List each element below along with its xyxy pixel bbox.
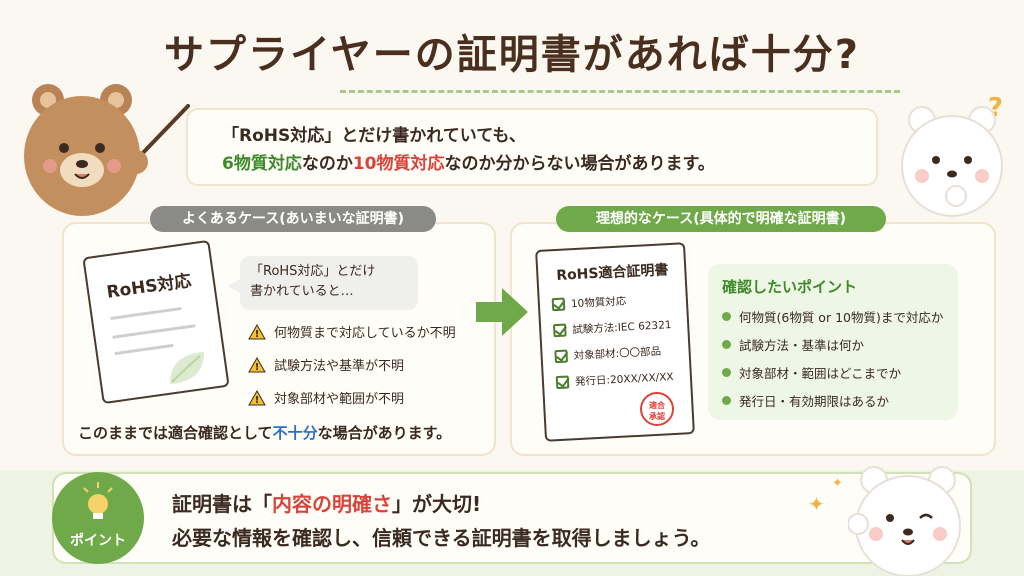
winking-bear-illustration (848, 466, 961, 576)
bubble-line-1: 「RoHS対応」とだけ (250, 264, 376, 279)
warning-icon: ! (248, 356, 266, 373)
six-substances-highlight: 6物質対応 (222, 154, 302, 174)
approval-stamp: 適合承認 (640, 392, 674, 426)
insufficient-note-part-1: このままでは適合確認として (78, 424, 273, 442)
clear-certificate-title: RoHS適合証明書 (555, 262, 669, 284)
warning-list: ! 何物質まで対応しているか不明 ! 試験方法や基準が不明 ! 対象部材や範囲が… (248, 322, 456, 407)
bullet-dot (722, 396, 731, 405)
certificate-check-item: 発行日:20XX/XX/XX (555, 369, 681, 390)
sparkle-icon: ✦ (808, 492, 825, 516)
insufficient-note: このままでは適合確認として不十分な場合があります。 (78, 422, 451, 443)
point-line1-part-3: 」が大切! (392, 492, 482, 516)
speech-bubble-tail (228, 278, 242, 294)
intro-note: 「RoHS対応」とだけ書かれていても、 6物質対応なのか10物質対応なのか分から… (186, 108, 878, 186)
certificate-check-item: 試験方法:IEC 62321 (552, 317, 678, 338)
warning-item: ! 試験方法や基準が不明 (248, 355, 456, 374)
check-point-text: 何物質(6物質 or 10物質)まで対応か (739, 310, 944, 325)
check-point-item: 何物質(6物質 or 10物質)まで対応か (722, 307, 946, 326)
point-message-line-2: 必要な情報を確認し、信頼できる証明書を取得しましょう。 (172, 526, 711, 550)
certificate-check-item: 対象部材:〇〇部品 (554, 343, 679, 364)
check-points-box: 確認したいポイント 何物質(6物質 or 10物質)まで対応か 試験方法・基準は… (708, 264, 958, 420)
title-divider (340, 90, 900, 93)
bullet-dot (722, 340, 731, 349)
check-point-text: 対象部材・範囲はどこまでか (739, 366, 902, 381)
warning-icon: ! (248, 389, 266, 406)
speech-bubble: 「RoHS対応」とだけ 書かれていると… (240, 256, 418, 310)
warning-icon: ! (248, 323, 266, 340)
check-point-item: 発行日・有効期限はあるか (722, 391, 946, 410)
bubble-line-2: 書かれていると… (250, 284, 354, 299)
svg-text:!: ! (255, 395, 260, 406)
warning-text: 何物質まで対応しているか不明 (274, 326, 456, 341)
thinking-bear-illustration: ? (901, 93, 1003, 217)
common-case-pill: よくあるケース(あいまいな証明書) (150, 206, 436, 232)
check-text: 発行日:20XX/XX/XX (574, 370, 674, 389)
checkbox-icon (554, 349, 569, 364)
teacher-bear-illustration (24, 84, 190, 216)
check-text: 対象部材:〇〇部品 (573, 345, 662, 363)
stamp-text: 適合 (649, 401, 665, 410)
certificate-check-item: 10物質対応 (551, 291, 677, 312)
warning-item: ! 何物質まで対応しているか不明 (248, 322, 456, 341)
intro-connector-1: なのか (301, 154, 353, 174)
checkbox-icon (551, 297, 566, 312)
check-point-text: 発行日・有効期限はあるか (739, 394, 890, 409)
ideal-case-pill: 理想的なケース(具体的で明確な証明書) (556, 206, 886, 232)
bullet-dot (722, 368, 731, 377)
svg-text:!: ! (255, 362, 260, 373)
point-label: ポイント (70, 533, 126, 549)
stamp-text: 承認 (649, 412, 665, 421)
check-point-item: 試験方法・基準は何か (722, 335, 946, 354)
intro-line-1: 「RoHS対応」とだけ書かれていても、 (222, 126, 526, 146)
check-text: 10物質対応 (570, 295, 627, 311)
checkbox-icon (555, 375, 570, 390)
check-point-text: 試験方法・基準は何か (739, 338, 865, 353)
svg-text:!: ! (255, 329, 260, 340)
lightbulb-icon (83, 482, 113, 519)
intro-connector-2: なのか分からない場合があります。 (444, 154, 715, 174)
check-text: 試験方法:IEC 62321 (572, 319, 672, 337)
sparkle-icon: ✦ (832, 476, 843, 491)
check-points-title: 確認したいポイント (722, 278, 858, 296)
intro-line-2: 6物質対応なのか10物質対応なのか分からない場合があります。 (222, 150, 876, 178)
right-arrow-icon (476, 288, 528, 336)
page-title: サプライヤーの証明書があれば十分? (163, 32, 860, 78)
point-message-line-1: 証明書は「内容の明確さ」が大切! (172, 488, 481, 517)
checkbox-icon (552, 323, 567, 338)
check-point-item: 対象部材・範囲はどこまでか (722, 363, 946, 382)
warning-text: 試験方法や基準が不明 (274, 359, 405, 374)
insufficient-note-part-3: な場合があります。 (317, 424, 452, 442)
warning-text: 対象部材や範囲が不明 (274, 392, 405, 407)
insufficient-highlight: 不十分 (272, 424, 318, 442)
warning-item: ! 対象部材や範囲が不明 (248, 388, 456, 407)
point-line1-part-1: 証明書は「 (172, 492, 272, 516)
bullet-dot (722, 312, 731, 321)
clarity-highlight: 内容の明確さ (272, 492, 392, 516)
leaf-icon (170, 352, 204, 384)
ten-substances-highlight: 10物質対応 (352, 154, 445, 174)
point-banner (52, 472, 972, 564)
